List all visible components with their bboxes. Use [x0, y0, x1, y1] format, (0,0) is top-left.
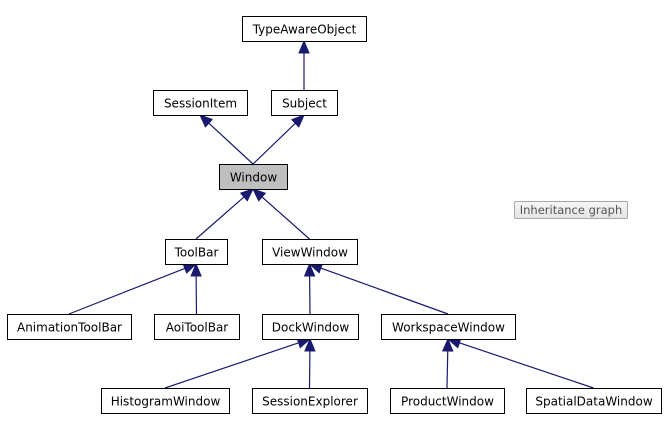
class-node-label: HistogramWindow: [111, 395, 221, 409]
class-node-viewwindow[interactable]: ViewWindow: [262, 239, 358, 265]
edge-toolbar-to-window: [195, 188, 254, 240]
class-node-label: DockWindow: [272, 321, 350, 335]
class-node-label: ViewWindow: [272, 246, 348, 260]
class-node-box: [390, 388, 505, 414]
arrowhead-icon: [441, 337, 454, 352]
class-node-label: AoiToolBar: [166, 321, 229, 335]
class-node-toolbar[interactable]: ToolBar: [165, 239, 228, 265]
class-node-aoitoolbar[interactable]: AoiToolBar: [154, 314, 240, 340]
arrowhead-icon: [291, 114, 305, 128]
edge-line: [459, 342, 594, 389]
arrowhead-icon: [199, 114, 214, 128]
arrowhead-icon: [303, 262, 316, 277]
class-node-label: SpatialDataWindow: [535, 395, 652, 409]
arrowhead-icon: [190, 262, 202, 277]
edge-line: [446, 350, 449, 389]
class-node-sessionitem[interactable]: SessionItem: [153, 90, 248, 116]
class-node-box: [242, 16, 367, 42]
class-node-histogramwindow[interactable]: HistogramWindow: [101, 388, 230, 414]
edge-line: [208, 122, 254, 165]
edge-dockwindow-to-viewwindow: [303, 262, 316, 315]
edge-histogramwindow-to-dockwindow: [164, 337, 312, 389]
class-node-box: [219, 164, 288, 190]
class-node-dockwindow[interactable]: DockWindow: [262, 314, 359, 340]
class-node-box: [271, 90, 338, 116]
edge-productwindow-to-workspacewindow: [441, 337, 454, 389]
class-node-box: [7, 314, 132, 340]
class-node-label: TypeAwareObject: [252, 23, 357, 37]
class-node-label: ToolBar: [174, 246, 219, 260]
class-node-box: [154, 314, 240, 340]
class-node-box: [262, 314, 359, 340]
edge-aoitoolbar-to-toolbar: [190, 262, 202, 315]
edge-sessionexplorer-to-dockwindow: [304, 337, 316, 389]
edge-window-to-subject: [252, 114, 305, 165]
class-node-box: [262, 239, 358, 265]
edge-line: [252, 122, 296, 165]
inheritance-graph-button[interactable]: Inheritance graph: [514, 201, 628, 219]
edge-line: [195, 196, 245, 240]
edges-layer: [68, 39, 594, 389]
class-node-subject[interactable]: Subject: [271, 90, 338, 116]
edge-workspacewindow-to-viewwindow: [308, 262, 449, 315]
arrowhead-icon: [239, 188, 254, 202]
arrowhead-icon: [298, 39, 310, 54]
class-node-workspacewindow[interactable]: WorkspaceWindow: [381, 314, 516, 340]
edge-animationtoolbar-to-toolbar: [68, 263, 198, 315]
edge-viewwindow-to-window: [252, 188, 310, 240]
class-node-animationtoolbar[interactable]: AnimationToolBar: [7, 314, 132, 340]
edge-spatialdatawindow-to-workspacewindow: [446, 337, 594, 389]
edge-line: [68, 267, 186, 315]
class-node-window: Window: [219, 164, 288, 190]
class-node-box: [165, 239, 228, 265]
class-node-box: [381, 314, 516, 340]
class-node-box: [101, 388, 230, 414]
class-node-sessionexplorer[interactable]: SessionExplorer: [252, 388, 368, 414]
class-node-label: SessionItem: [164, 97, 237, 111]
arrowhead-icon: [304, 337, 316, 352]
edge-line: [164, 342, 299, 389]
edge-line: [261, 196, 310, 240]
class-node-label: SessionExplorer: [262, 395, 358, 409]
class-node-label: ProductWindow: [401, 395, 494, 409]
arrowhead-icon: [252, 188, 267, 202]
class-node-productwindow[interactable]: ProductWindow: [390, 388, 505, 414]
edge-line: [320, 267, 449, 315]
class-node-spatialdatawindow[interactable]: SpatialDataWindow: [526, 388, 662, 414]
class-node-label: WorkspaceWindow: [392, 321, 505, 335]
edge-subject-to-typeawareobject: [298, 39, 310, 90]
class-node-box: [252, 388, 368, 414]
class-node-box: [526, 388, 662, 414]
class-node-box: [153, 90, 248, 116]
class-node-label: Window: [230, 171, 278, 185]
class-node-typeawareobject[interactable]: TypeAwareObject: [242, 16, 367, 42]
edge-window-to-sessionitem: [199, 114, 254, 165]
class-node-label: AnimationToolBar: [17, 321, 122, 335]
class-node-label: Subject: [282, 97, 327, 111]
